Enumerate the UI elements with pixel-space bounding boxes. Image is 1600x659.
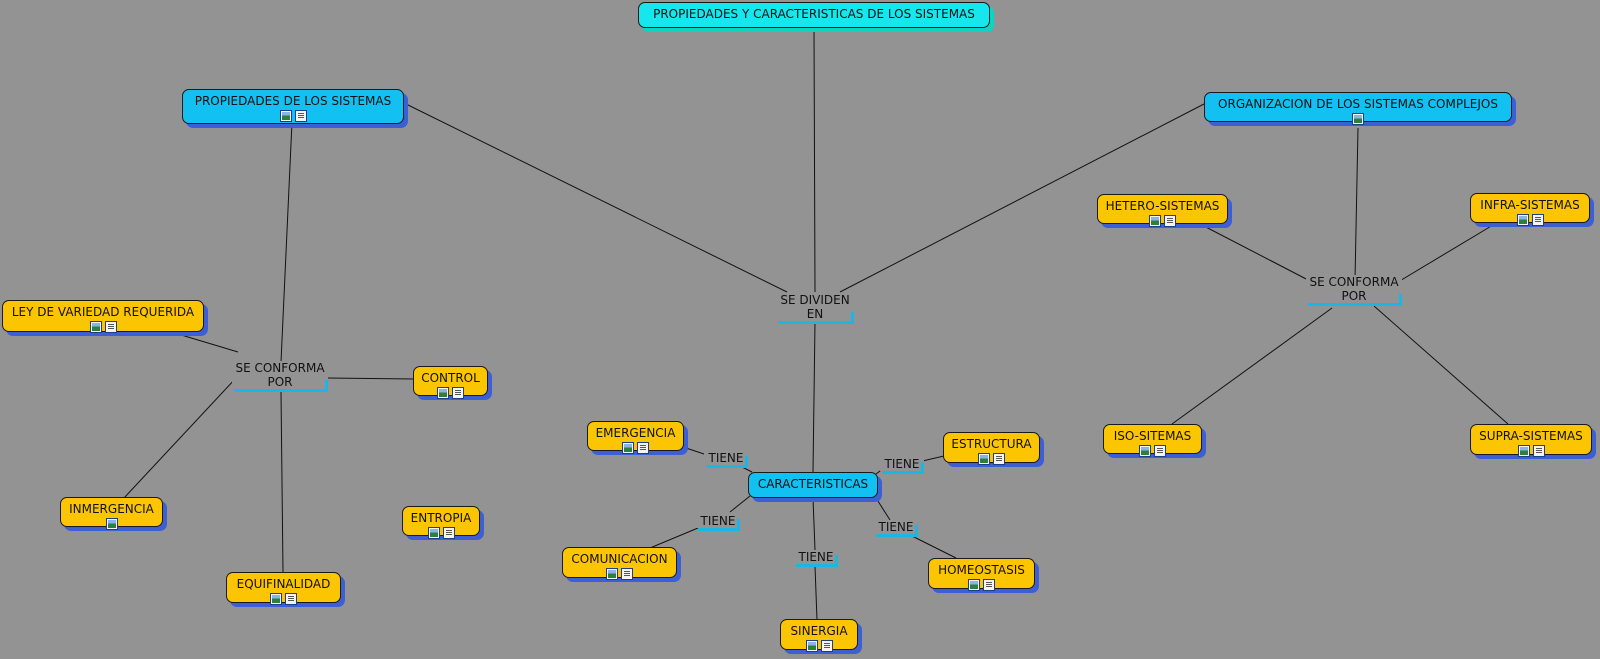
concept-ley-variedad[interactable]: LEY DE VARIEDAD REQUERIDA (2, 300, 204, 333)
document-icon[interactable] (442, 527, 455, 539)
edge-propiedades-sedividen (405, 103, 788, 293)
concept-supra-sistemas[interactable]: SUPRA-SISTEMAS (1470, 424, 1592, 457)
edge-caracteristicas-tiene-sin (812, 497, 816, 551)
document-icon[interactable] (1532, 445, 1545, 457)
concept-estructura[interactable]: ESTRUCTURA (943, 432, 1040, 465)
image-icon[interactable] (805, 640, 818, 652)
concept-propiedades[interactable]: PROPIEDADES DE LOS SISTEMAS (182, 89, 404, 124)
concept-organizacion[interactable]: ORGANIZACION DE LOS SISTEMAS COMPLEJOS (1204, 92, 1512, 125)
document-icon[interactable] (637, 442, 649, 454)
edge-caracteristicas-tiene-homeo (875, 497, 891, 521)
image-icon[interactable] (978, 453, 990, 465)
image-icon[interactable] (1516, 214, 1529, 226)
image-icon[interactable] (270, 593, 282, 605)
concept-inmergencia[interactable]: INMERGENCIA (60, 497, 163, 530)
edge-seconforma-iso (1171, 307, 1333, 425)
edge-seconforma-control (327, 377, 415, 380)
edge-ley-seconforma (177, 333, 239, 353)
concept-infra-sistemas[interactable]: INFRA-SISTEMAS (1470, 193, 1590, 226)
image-icon[interactable] (968, 579, 980, 591)
document-icon[interactable] (285, 593, 297, 605)
edge-seconforma-supra (1373, 305, 1509, 425)
image-icon[interactable] (105, 518, 118, 530)
concept-iso-sitemas[interactable]: ISO-SITEMAS (1103, 424, 1202, 457)
document-icon[interactable] (621, 568, 633, 580)
image-icon[interactable] (1149, 215, 1161, 227)
edge-propiedades-seconforma (280, 121, 293, 363)
document-icon[interactable] (104, 321, 117, 333)
link-tiene-sinergia[interactable]: TIENE (794, 550, 838, 567)
edge-hetero-seconforma (1199, 223, 1313, 283)
edge-tiene-sinergia (814, 565, 818, 621)
link-se-conforma-por-right[interactable]: SE CONFORMA POR (1306, 275, 1402, 306)
edge-organizacion-sedividen (839, 103, 1205, 293)
concept-root[interactable]: PROPIEDADES Y CARACTERISTICAS DE LOS SIS… (638, 2, 990, 28)
link-tiene-estructura[interactable]: TIENE (880, 457, 924, 474)
edge-tiene-homeostasis (911, 535, 957, 559)
concept-emergencia[interactable]: EMERGENCIA (587, 421, 684, 454)
edge-tiene-comunicacion (649, 527, 699, 549)
concept-entropia[interactable]: ENTROPIA (402, 506, 480, 539)
edge-caracteristicas-tiene-com (729, 495, 751, 513)
image-icon[interactable] (279, 110, 292, 122)
edge-root-sedividen (813, 28, 816, 293)
concept-hetero-sistemas[interactable]: HETERO-SISTEMAS (1097, 194, 1228, 227)
concept-sinergia[interactable]: SINERGIA (780, 619, 858, 652)
document-icon[interactable] (452, 387, 464, 399)
concept-equifinalidad[interactable]: EQUIFINALIDAD (226, 572, 341, 605)
image-icon[interactable] (437, 387, 449, 399)
link-tiene-emergencia[interactable]: TIENE (704, 451, 748, 468)
link-tiene-comunicacion[interactable]: TIENE (696, 514, 740, 531)
concept-caracteristicas[interactable]: CARACTERISTICAS (748, 472, 878, 498)
image-icon[interactable] (1139, 445, 1151, 457)
image-icon[interactable] (427, 527, 440, 539)
edge-infra-seconforma (1397, 221, 1499, 283)
concept-homeostasis[interactable]: HOMEOSTASIS (928, 558, 1035, 591)
image-icon[interactable] (1352, 113, 1364, 125)
image-icon[interactable] (606, 568, 618, 580)
edge-seconforma-equifinalidad (280, 391, 284, 573)
link-se-conforma-por-left[interactable]: SE CONFORMA POR (232, 361, 328, 392)
document-icon[interactable] (1154, 445, 1166, 457)
document-icon[interactable] (983, 579, 995, 591)
document-icon[interactable] (294, 110, 307, 122)
edge-sedividen-caracteristicas (812, 321, 816, 473)
image-icon[interactable] (622, 442, 634, 454)
link-tiene-homeostasis[interactable]: TIENE (874, 520, 918, 537)
edge-organizacion-seconforma (1354, 127, 1359, 281)
image-icon[interactable] (1517, 445, 1530, 457)
document-icon[interactable] (993, 453, 1005, 465)
image-icon[interactable] (89, 321, 102, 333)
document-icon[interactable] (820, 640, 833, 652)
link-se-dividen-en[interactable]: SE DIVIDEN EN (776, 293, 854, 324)
document-icon[interactable] (1531, 214, 1544, 226)
document-icon[interactable] (1164, 215, 1176, 227)
concept-comunicacion[interactable]: COMUNICACION (562, 547, 677, 580)
concept-control[interactable]: CONTROL (413, 366, 488, 399)
edge-seconforma-inmergencia (123, 377, 237, 499)
